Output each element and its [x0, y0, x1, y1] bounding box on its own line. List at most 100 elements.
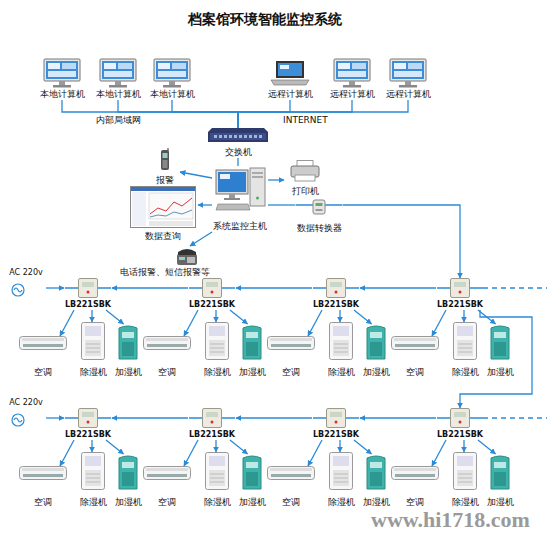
monitor-icon [390, 59, 426, 88]
controller-node: LB221SBK [64, 408, 112, 440]
humidifier-icon [119, 456, 137, 489]
device-label: 加湿机 [487, 497, 514, 508]
controller-icon [451, 409, 470, 428]
connector [308, 310, 322, 336]
humidifier-node: 加湿机 [114, 324, 143, 378]
diagram-title: 档案馆环境智能监控系统 [188, 10, 342, 28]
dehumidifier-icon [454, 453, 477, 490]
humidifier-icon [367, 326, 385, 359]
device-label: 除湿机 [452, 367, 479, 378]
connector [236, 287, 312, 288]
connector [354, 440, 372, 454]
aircon-icon [392, 467, 439, 480]
humidifier-node: 加湿机 [486, 454, 515, 508]
device-label: 数据转换器 [297, 223, 342, 234]
query-node: 数据查询 [128, 186, 198, 242]
computer-node: 远程计算机 [265, 58, 315, 100]
device-label: 空调 [34, 497, 52, 508]
connector [230, 440, 248, 454]
dehumidifier-icon [82, 453, 105, 490]
controller-icon [327, 279, 346, 298]
device-label: 除湿机 [204, 497, 231, 508]
device-label: 数据查询 [145, 231, 181, 242]
device-label: 除湿机 [328, 367, 355, 378]
aircon-node: 空调 [19, 336, 67, 378]
computer-node: 远程计算机 [383, 58, 433, 100]
controller-node: LB221SBK [64, 278, 112, 310]
dehumidifier-node: 除湿机 [327, 322, 356, 378]
connector [478, 310, 496, 324]
dehumidifier-node: 除湿机 [79, 452, 108, 508]
aircon-icon [20, 337, 67, 350]
humidifier-icon [119, 326, 137, 359]
connector [432, 440, 446, 466]
humidifier-icon [243, 326, 261, 359]
monitor-icon [154, 59, 190, 88]
device-label: 空调 [406, 497, 424, 508]
connector [60, 310, 74, 336]
dehumidifier-icon [454, 323, 477, 360]
dashed-wire [483, 287, 547, 288]
connector [339, 440, 340, 452]
alarm-node: 报警 [150, 148, 180, 186]
dehumidifier-node: 除湿机 [79, 322, 108, 378]
host-node: 系统监控主机 [212, 166, 268, 232]
aircon-node: 空调 [391, 336, 439, 378]
connector [268, 204, 296, 205]
watermark: www.hi1718.com [371, 509, 530, 531]
device-label: 本地计算机 [150, 89, 195, 100]
connector [238, 100, 408, 128]
connector [106, 440, 124, 454]
aircon-node: 空调 [143, 466, 191, 508]
device-label: 远程计算机 [330, 89, 375, 100]
humidifier-icon [367, 456, 385, 489]
model-label: LB221SBK [65, 430, 111, 440]
connector [112, 287, 188, 288]
dehumidifier-node: 除湿机 [203, 452, 232, 508]
dehumidifier-node: 除湿机 [203, 322, 232, 378]
controller-icon [79, 409, 98, 428]
connector [339, 310, 340, 322]
dehumidifier-icon [330, 323, 353, 360]
model-label: LB221SBK [189, 430, 235, 440]
switch-node: 交换机 [208, 128, 268, 158]
device-label: 本地计算机 [96, 89, 141, 100]
model-label: LB221SBK [313, 300, 359, 310]
power-node: AC 220v [6, 398, 46, 428]
network-label: 内部局域网 [96, 115, 141, 126]
dehumidifier-icon [206, 323, 229, 360]
dehumidifier-node: 除湿机 [451, 322, 480, 378]
network-label: INTERNET [283, 115, 328, 126]
device-label: 除湿机 [328, 497, 355, 508]
device-label: 远程计算机 [386, 89, 431, 100]
device-label: 加湿机 [363, 497, 390, 508]
connector [237, 158, 238, 166]
controller-node: LB221SBK [188, 278, 236, 310]
controller-icon [327, 409, 346, 428]
device-label: 加湿机 [239, 497, 266, 508]
dehumidifier-icon [330, 453, 353, 490]
controller-icon [79, 279, 98, 298]
aircon-icon [144, 467, 191, 480]
device-label: 空调 [158, 367, 176, 378]
controller-node: LB221SBK [436, 278, 484, 310]
connector [180, 172, 212, 178]
dehumidifier-icon [206, 453, 229, 490]
connector [184, 310, 198, 336]
controller-node: LB221SBK [312, 408, 360, 440]
device-label: AC 220v [9, 398, 42, 408]
connector [46, 287, 64, 288]
connector [308, 440, 322, 466]
humidifier-node: 加湿机 [114, 454, 143, 508]
phone-alarm-node: 电话报警、短信报警等 [118, 246, 212, 278]
model-label: LB221SBK [437, 430, 483, 440]
humidifier-icon [491, 456, 509, 489]
monitor-icon [334, 59, 370, 88]
connector [62, 100, 238, 128]
device-label: 电话报警、短信报警等 [120, 267, 210, 278]
power-symbol [12, 414, 24, 426]
connector [463, 440, 464, 452]
fax-icon [177, 249, 197, 265]
